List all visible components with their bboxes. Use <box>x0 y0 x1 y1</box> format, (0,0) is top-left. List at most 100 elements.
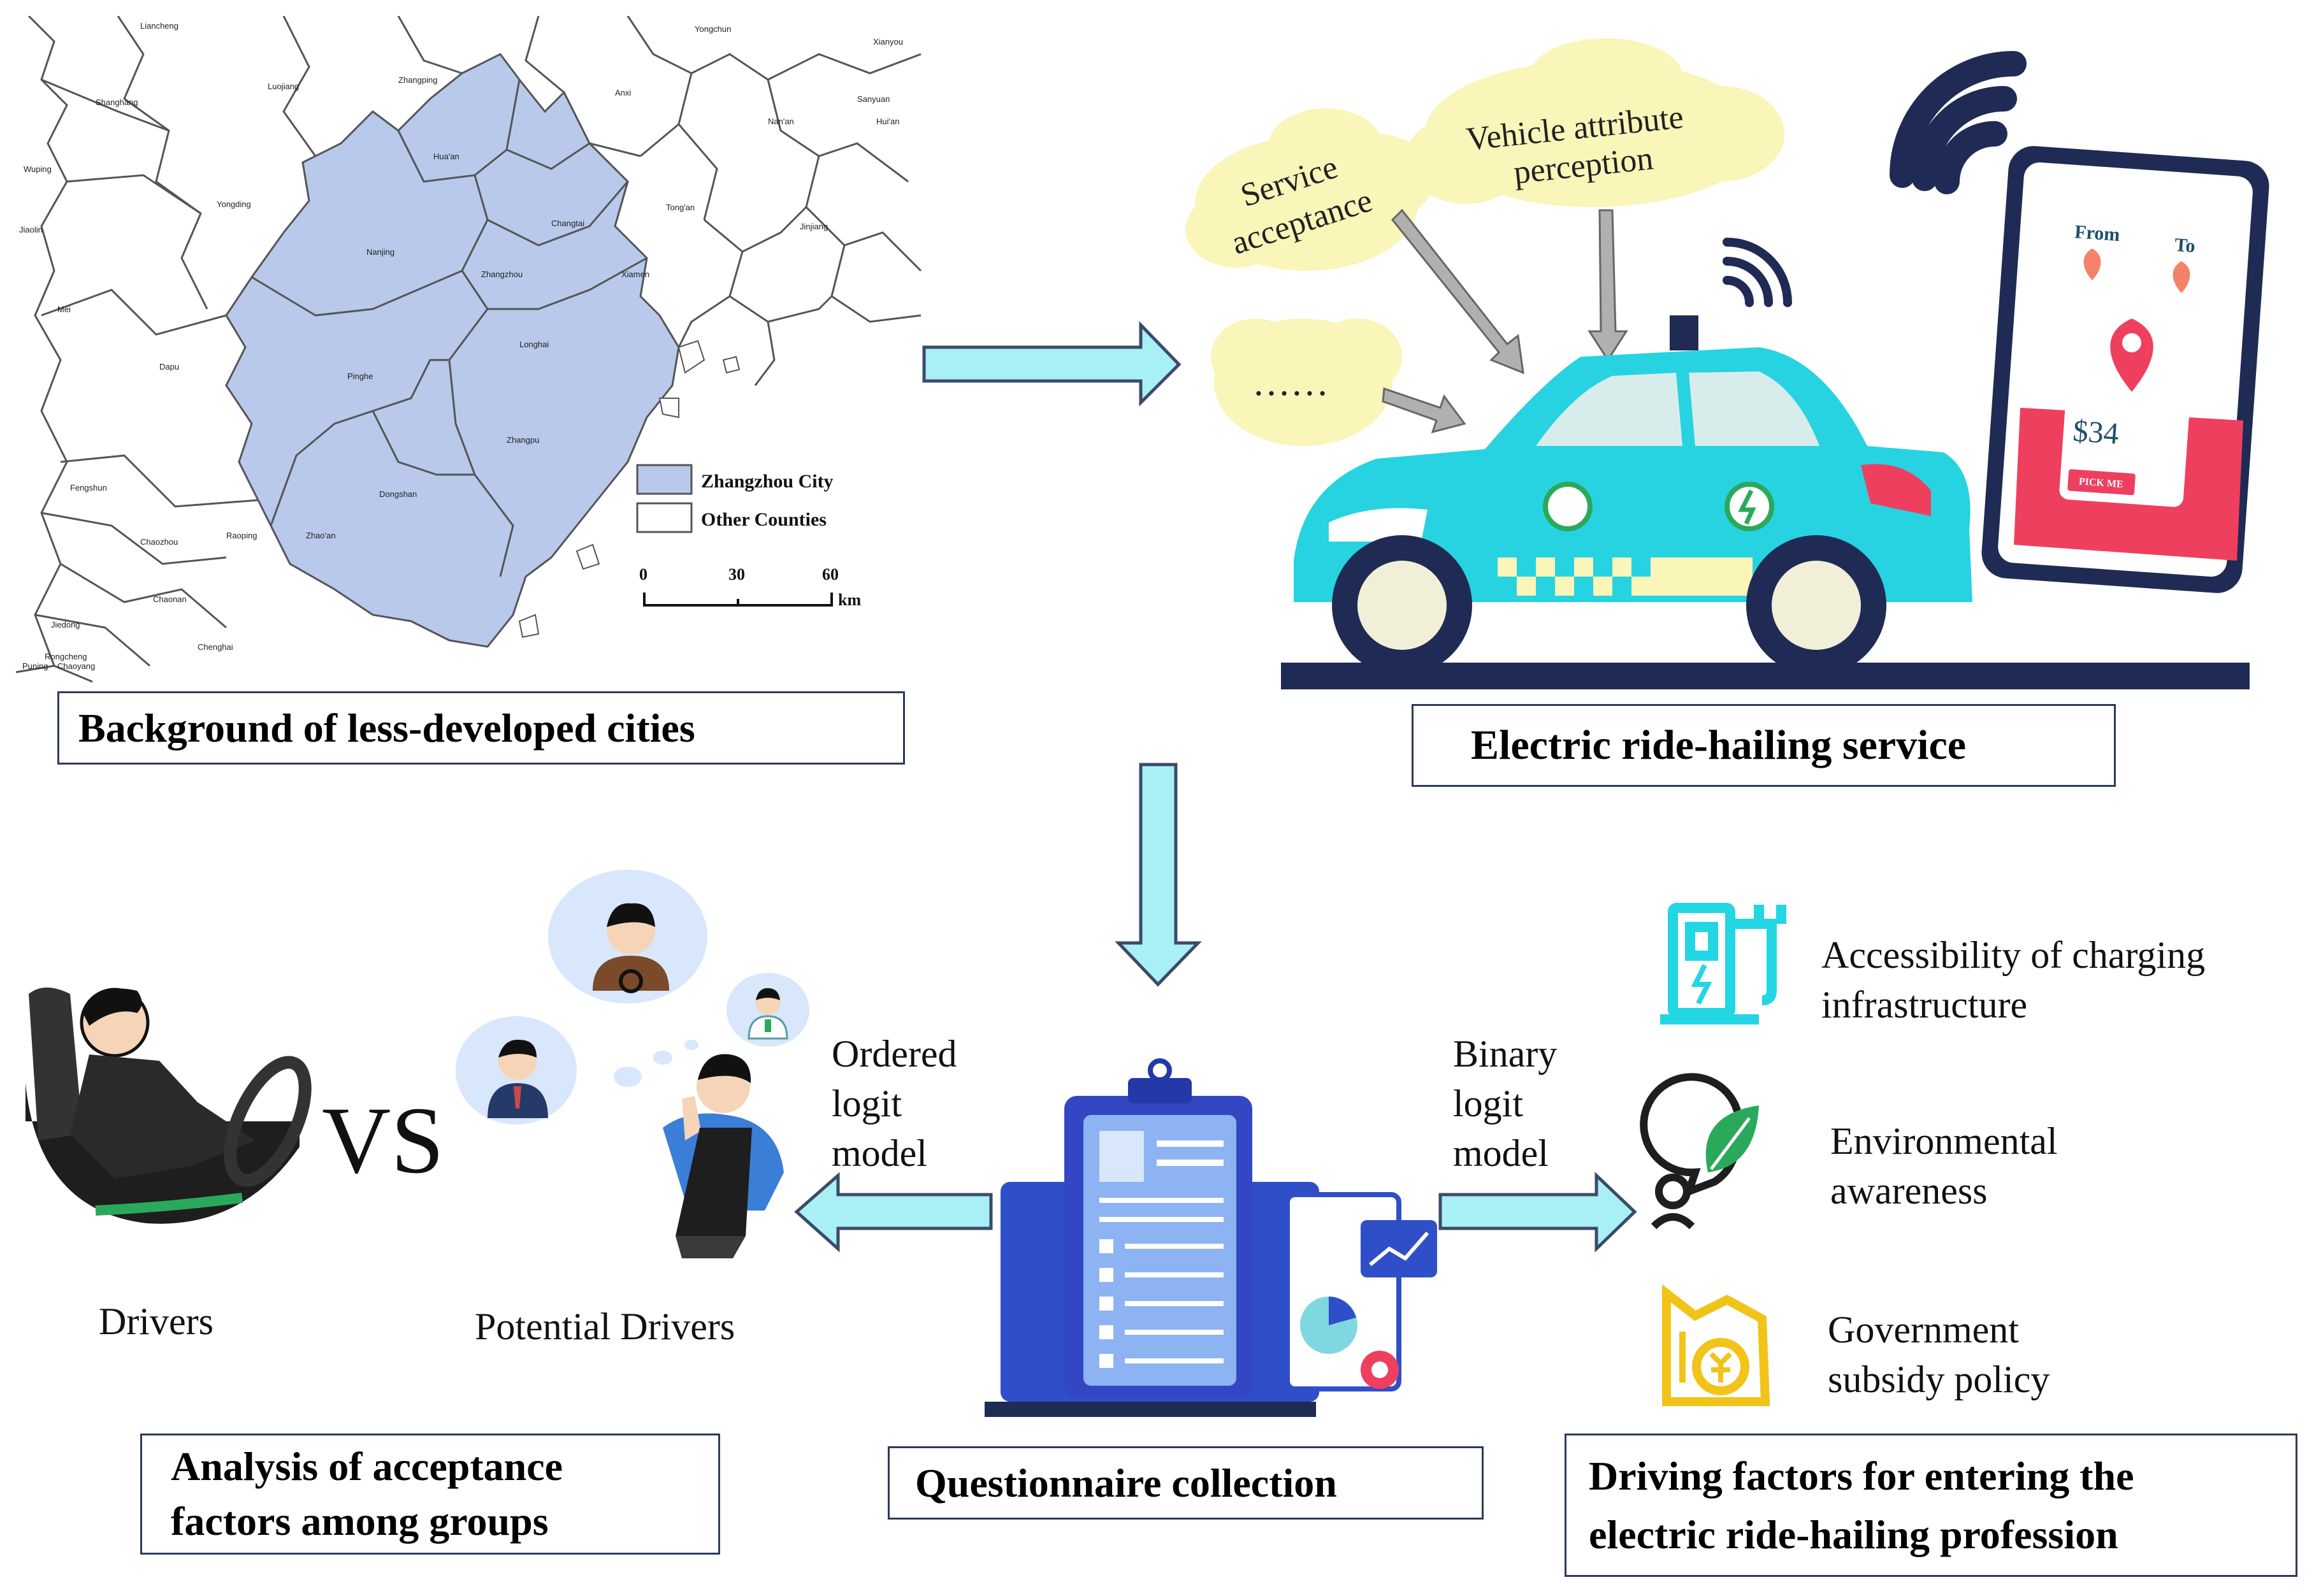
svg-text:Longhai: Longhai <box>519 340 549 349</box>
background-label: Background of less-developed cities <box>57 691 905 765</box>
svg-text:From: From <box>2074 221 2120 245</box>
phone-texts: From To $34 PICK ME <box>2072 221 2196 490</box>
cloud-arrows <box>1382 208 1628 434</box>
factor-subsidy: Government subsidy policy <box>1828 1305 2050 1404</box>
thinking-man-icon <box>663 1054 784 1258</box>
factor-environment-line1: Environmental <box>1830 1120 2058 1162</box>
taxi-headlight <box>1329 508 1428 542</box>
coast-islands <box>518 340 741 638</box>
cloud-vehicle-attribute <box>1405 38 1784 207</box>
svg-text:0: 0 <box>639 565 647 584</box>
taxi-wheels <box>1332 535 1886 675</box>
svg-text:Dapu: Dapu <box>159 362 179 371</box>
svg-text:Zhangzhou: Zhangzhou <box>481 270 523 279</box>
analysis-label: Analysis of acceptance factors among gro… <box>140 1434 720 1555</box>
questionnaire-label-text: Questionnaire collection <box>915 1460 1337 1506</box>
thought-clouds <box>1185 38 1784 446</box>
binary-logit-model-label: Binary logit model <box>1453 1029 1557 1178</box>
ordered-line3: model <box>832 1132 927 1174</box>
cloud-service-acceptance <box>1185 108 1434 271</box>
from-pin-icon <box>2083 248 2101 280</box>
arrow-to-factors <box>1438 1172 1637 1253</box>
svg-text:Xiamen: Xiamen <box>621 270 649 279</box>
svg-text:……: …… <box>1252 361 1329 403</box>
svg-text:Chenghai: Chenghai <box>198 642 233 652</box>
taxi-taillight <box>1861 464 1931 516</box>
flow-arrows <box>794 320 1637 1253</box>
ride-hailing-label: Electric ride-hailing service <box>1412 704 2116 787</box>
arrow-service-to-questionnaire <box>1115 763 1202 987</box>
trend-chart-icon <box>1361 1220 1437 1277</box>
taxi-checker-stripe <box>1498 557 1753 596</box>
cloud-dots <box>1211 319 1402 446</box>
background-label-text: Background of less-developed cities <box>78 705 695 751</box>
analysis-label-line1: Analysis of acceptance <box>171 1444 563 1489</box>
svg-text:Anxi: Anxi <box>615 88 631 97</box>
svg-text:Nan'an: Nan'an <box>768 117 794 126</box>
ordered-line1: Ordered <box>832 1033 957 1075</box>
factor-environment-line2: awareness <box>1830 1170 1988 1212</box>
ride-hailing-label-text: Electric ride-hailing service <box>1471 722 1967 768</box>
location-pin-icon <box>2110 319 2153 392</box>
svg-text:Pinghe: Pinghe <box>347 371 373 381</box>
steering-wheel <box>224 1056 312 1187</box>
road <box>1281 663 2250 689</box>
svg-text:Chaozhou: Chaozhou <box>140 537 178 547</box>
wifi-icon <box>1890 51 2027 194</box>
svg-text:To: To <box>2174 234 2195 257</box>
factor-charging-line2: infrastructure <box>1821 984 2028 1026</box>
binary-line2: logit <box>1453 1082 1524 1125</box>
svg-text:Luojiang: Luojiang <box>268 82 299 91</box>
svg-text:Rongcheng: Rongcheng <box>45 652 87 661</box>
city-districts <box>251 79 647 577</box>
subsidy-policy-icon <box>1662 1284 1770 1406</box>
lightning-icon <box>1725 482 1774 531</box>
svg-text:Puning: Puning <box>22 661 48 671</box>
svg-text:Zhangping: Zhangping <box>398 75 437 85</box>
taxi-driver-icon <box>593 903 669 993</box>
svg-text:Raoping: Raoping <box>226 531 257 540</box>
potential-driver-illustration <box>456 870 809 1258</box>
svg-text:60: 60 <box>822 565 839 584</box>
svg-text:Chaoyang: Chaoyang <box>57 661 95 671</box>
arrow-map-to-service <box>922 320 1182 407</box>
svg-text:Jinjiang: Jinjiang <box>800 222 828 231</box>
driver-body <box>70 1054 255 1179</box>
pick-me-button[interactable] <box>2067 469 2136 496</box>
environment-icon <box>1640 1073 1759 1230</box>
clipboard-paper <box>1083 1115 1236 1386</box>
taxi-sign-signal-icon <box>1723 238 1792 307</box>
svg-text:Jiaolin: Jiaolin <box>19 225 43 234</box>
map-place-labels: Liancheng Shanghang Luojiang Zhangping Y… <box>19 21 903 671</box>
binary-line1: Binary <box>1453 1033 1558 1075</box>
to-pin-icon <box>2173 261 2190 293</box>
drivers-label: Drivers <box>99 1300 213 1342</box>
factor-charging: Accessibility of charging infrastructure <box>1821 930 2205 1030</box>
svg-text:Shanghang: Shanghang <box>96 97 138 107</box>
taxi-roof-sign <box>1670 315 1698 350</box>
svg-text:Xianyou: Xianyou <box>873 37 903 47</box>
svg-text:Mei: Mei <box>57 305 71 314</box>
ordered-logit-model-label: Ordered logit model <box>832 1029 957 1178</box>
vs-label: VS <box>322 1088 444 1193</box>
svg-text:$34: $34 <box>2072 414 2120 451</box>
svg-text:PICK ME: PICK ME <box>2078 476 2123 490</box>
charging-station-icon <box>1660 903 1786 1024</box>
map-scale-bar: 0 30 60 km <box>639 565 861 609</box>
recycle-icon <box>1543 482 1593 531</box>
factor-charging-line1: Accessibility of charging <box>1821 934 2206 976</box>
other-counties <box>16 16 922 683</box>
questionnaire-label: Questionnaire collection <box>888 1446 1484 1520</box>
svg-text:Nanjing: Nanjing <box>366 247 394 257</box>
svg-text:Dongshan: Dongshan <box>379 489 417 499</box>
questionnaire-illustration <box>985 1058 1437 1417</box>
driver-illustration <box>25 988 312 1224</box>
driving-factors-label: Driving factors for entering the electri… <box>1565 1434 2297 1577</box>
svg-text:Yongchun: Yongchun <box>695 24 731 34</box>
svg-text:Wuping: Wuping <box>24 164 52 174</box>
svg-text:Tong'an: Tong'an <box>666 203 695 212</box>
svg-text:Fengshun: Fengshun <box>70 483 107 492</box>
clipboard-clip <box>1128 1078 1192 1104</box>
driving-factors-label-line2: electric ride-hailing profession <box>1589 1511 2118 1557</box>
